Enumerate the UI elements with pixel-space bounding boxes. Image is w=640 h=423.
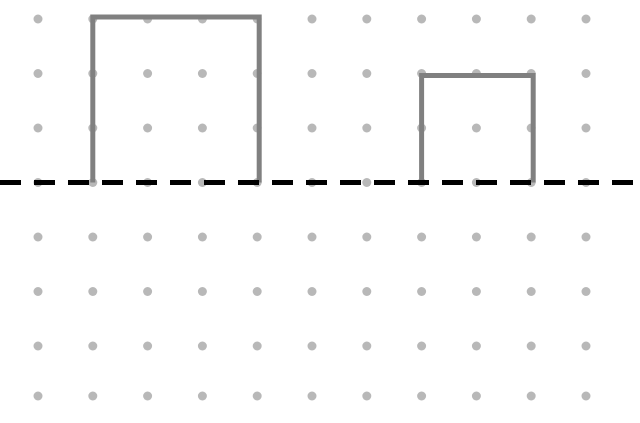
grid-dot <box>471 287 481 296</box>
grid-dot <box>197 232 207 242</box>
grid-dot <box>581 14 591 24</box>
grid-dot <box>252 341 262 351</box>
grid-dot <box>307 391 317 401</box>
grid-dot <box>362 287 372 296</box>
grid-dot <box>252 287 262 296</box>
grid-dot <box>417 391 427 401</box>
grid-dot <box>362 341 372 351</box>
grid-dot <box>143 287 153 296</box>
grid-dot <box>526 341 536 351</box>
grid-dot <box>526 391 536 401</box>
grid-dot <box>417 14 427 24</box>
grid-dot <box>526 14 536 24</box>
grid-dot <box>307 123 317 133</box>
grid-dot <box>417 287 427 296</box>
grid-dot <box>197 391 207 401</box>
grid-dot <box>417 341 427 351</box>
grid-dot <box>362 391 372 401</box>
grid-dot <box>143 123 153 133</box>
grid-dot <box>33 69 43 78</box>
grid-dot <box>88 232 98 242</box>
grid-dot <box>307 287 317 296</box>
grid-dot <box>581 287 591 296</box>
grid-dot <box>417 232 427 242</box>
grid-dot <box>252 391 262 401</box>
grid-dot <box>33 287 43 296</box>
grid-dot <box>88 391 98 401</box>
grid-dot <box>33 391 43 401</box>
grid-dot <box>143 69 153 78</box>
grid-dot <box>252 232 262 242</box>
grid-dot <box>33 123 43 133</box>
grid-dot <box>471 341 481 351</box>
grid-dot <box>33 14 43 24</box>
grid-dot <box>471 123 481 133</box>
grid-dot <box>33 232 43 242</box>
grid-dot <box>143 232 153 242</box>
grid-dot <box>307 232 317 242</box>
grid-dot <box>581 341 591 351</box>
grid-dot <box>362 178 372 187</box>
grid-dot <box>581 123 591 133</box>
grid-dot <box>526 232 536 242</box>
grid-dot <box>88 287 98 296</box>
grid-dot <box>362 232 372 242</box>
grid-dot <box>88 341 98 351</box>
grid-dot <box>197 123 207 133</box>
grid-dot <box>362 14 372 24</box>
open-rectangle-left <box>90 14 262 183</box>
grid-dot <box>471 232 481 242</box>
grid-dot <box>197 341 207 351</box>
grid-dot <box>362 69 372 78</box>
grid-dot <box>581 69 591 78</box>
grid-dot <box>581 391 591 401</box>
grid-dot <box>143 341 153 351</box>
grid-dot <box>581 232 591 242</box>
grid-dot <box>307 69 317 78</box>
grid-dot <box>143 391 153 401</box>
grid-dot <box>307 341 317 351</box>
grid-dot <box>197 69 207 78</box>
grid-dot <box>362 123 372 133</box>
grid-dot <box>197 287 207 296</box>
grid-dot <box>471 391 481 401</box>
grid-dot <box>526 287 536 296</box>
grid-dot <box>471 14 481 24</box>
grid-dot <box>33 341 43 351</box>
open-rectangle-right <box>419 73 536 183</box>
grid-dot <box>307 14 317 24</box>
